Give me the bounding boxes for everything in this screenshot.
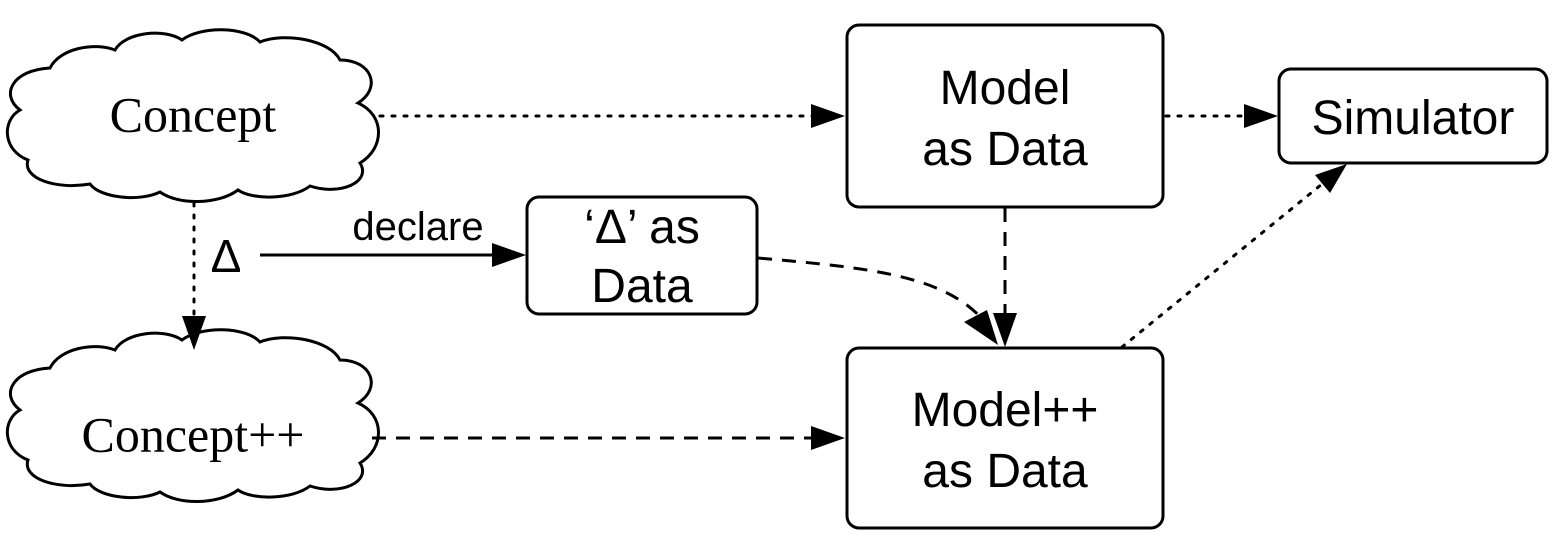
concept-label: Concept — [110, 86, 277, 142]
declare-label: declare — [352, 205, 483, 249]
delta-box-shape — [525, 195, 759, 316]
delta-label-line1: ‘Δ’ as — [584, 201, 700, 254]
model-pp-label-line2: as Data — [922, 445, 1088, 498]
model-pp-box: Model++ as Data — [845, 346, 1165, 530]
edge-concept-to-concept-pp — [182, 201, 206, 350]
concept-cloud-shape — [5, 28, 380, 203]
delta-symbol-label: Δ — [211, 230, 242, 282]
edge-model-to-simulator — [1164, 104, 1278, 128]
edge-concept-to-model — [378, 104, 845, 128]
edge-delta-declare — [260, 243, 526, 267]
edge-model-to-model-pp — [993, 208, 1017, 347]
simulator-box-shape — [1277, 67, 1549, 165]
concept-pp-label: Concept++ — [81, 406, 304, 462]
concept-cloud: Concept — [5, 28, 380, 203]
concept-pp-cloud: Concept++ — [5, 328, 380, 503]
model-label-line2: as Data — [922, 123, 1088, 176]
edge-concept-pp-to-model-pp — [372, 426, 845, 450]
model-pp-box-shape — [845, 346, 1165, 530]
simulator-label: Simulator — [1312, 92, 1515, 145]
simulator-box: Simulator — [1277, 67, 1549, 165]
delta-label-line2: Data — [591, 260, 693, 313]
model-box: Model as Data — [845, 23, 1165, 209]
model-label-line1: Model — [940, 62, 1071, 115]
model-pp-label-line1: Model++ — [912, 384, 1099, 437]
edge-delta-to-model-pp — [757, 256, 998, 345]
delta-box: ‘Δ’ as Data — [525, 195, 759, 316]
edge-model-pp-to-simulator — [1120, 164, 1347, 349]
model-box-shape — [845, 23, 1165, 209]
